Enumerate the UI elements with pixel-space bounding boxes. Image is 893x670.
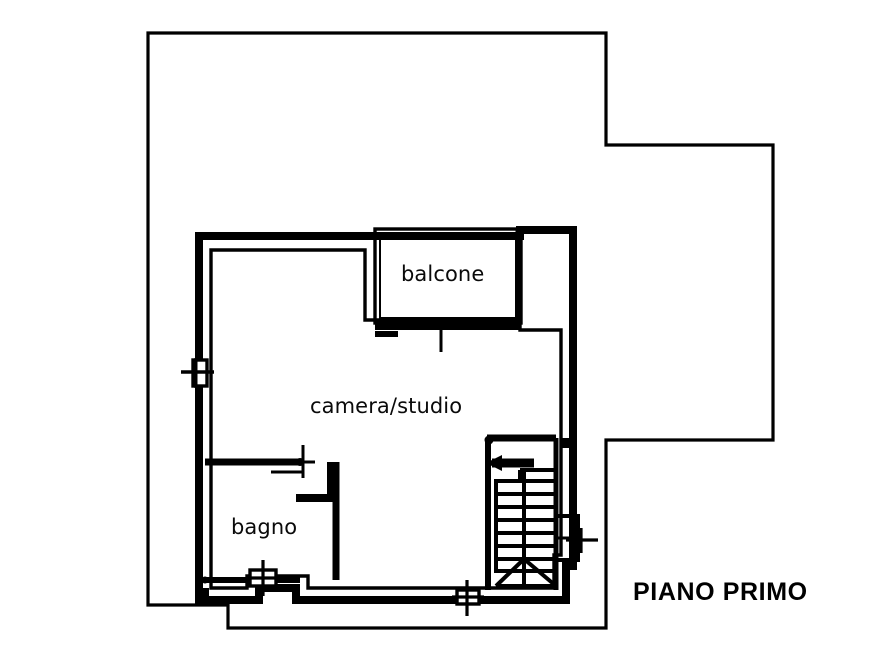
window-bagno-south: [247, 560, 280, 596]
room-label-bagno: bagno: [231, 515, 298, 539]
window-balcone: [439, 318, 443, 352]
bagno-partition-walls: [201, 458, 340, 584]
room-label-camera-studio: camera/studio: [310, 394, 463, 418]
window-west: [181, 358, 214, 388]
outer-boundary: [146, 31, 775, 630]
balcone-outline: [373, 227, 523, 337]
room-label-balcone: balcone: [401, 262, 485, 286]
plan-title: PIANO PRIMO: [633, 578, 808, 606]
stair-landing-niche: [554, 514, 580, 562]
wall-jambs: [196, 228, 573, 601]
window-east-stair: [566, 528, 598, 553]
staircase: [494, 468, 558, 588]
window-south: [452, 580, 484, 616]
stair-direction-arrow: [486, 455, 534, 471]
window-symbols: [181, 318, 598, 616]
